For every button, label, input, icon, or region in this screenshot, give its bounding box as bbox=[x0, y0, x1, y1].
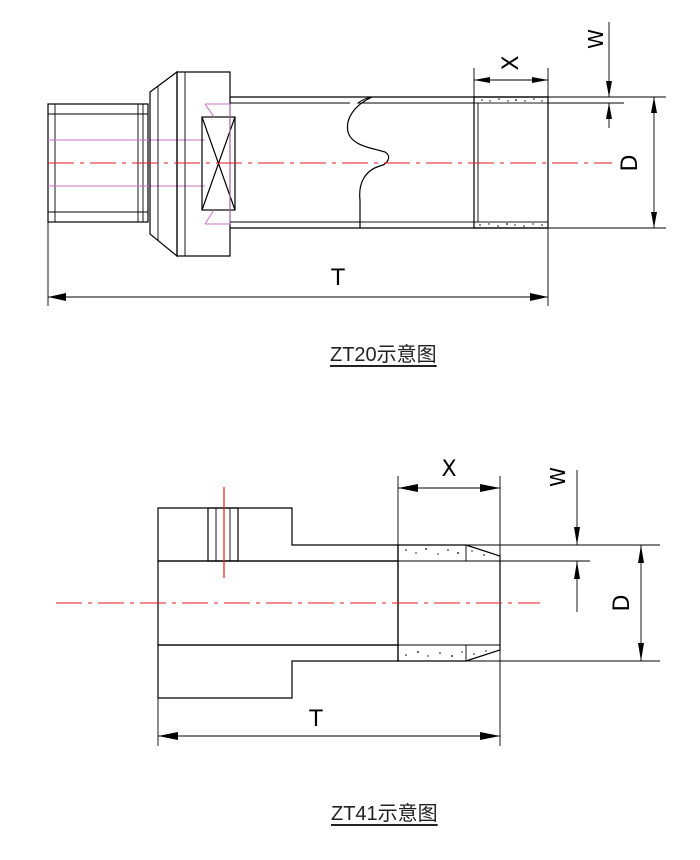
zt41-dim-d: D bbox=[466, 545, 660, 662]
zt41-lining-texture bbox=[405, 548, 487, 657]
zt20-dim-w-label: W bbox=[584, 29, 608, 49]
zt20-thread-body bbox=[47, 103, 205, 223]
zt41-dim-w: W bbox=[466, 467, 660, 612]
zt41-caption: ZT41示意图 bbox=[331, 803, 438, 825]
zt41-dim-t-label: T bbox=[308, 707, 323, 732]
zt41-dim-w-label: W bbox=[546, 467, 570, 487]
zt20-dim-x: X bbox=[473, 55, 549, 97]
zt41-dim-d-label: D bbox=[610, 595, 635, 612]
zt20-dim-d: D bbox=[548, 96, 666, 229]
zt20-dim-t-label: T bbox=[330, 266, 345, 291]
zt20-dim-d-label: D bbox=[618, 155, 643, 172]
zt41-dim-t: T bbox=[157, 650, 501, 746]
zt20-dim-w: W bbox=[548, 22, 624, 128]
zt20-lining-texture bbox=[479, 98, 543, 227]
zt20-caption: ZT20示意图 bbox=[330, 344, 437, 366]
zt41-dim-x: X bbox=[397, 457, 501, 556]
zt20-dim-t: T bbox=[47, 222, 549, 306]
zt20-dim-x-label: X bbox=[499, 55, 524, 70]
zt41-dim-x-label: X bbox=[441, 457, 456, 482]
